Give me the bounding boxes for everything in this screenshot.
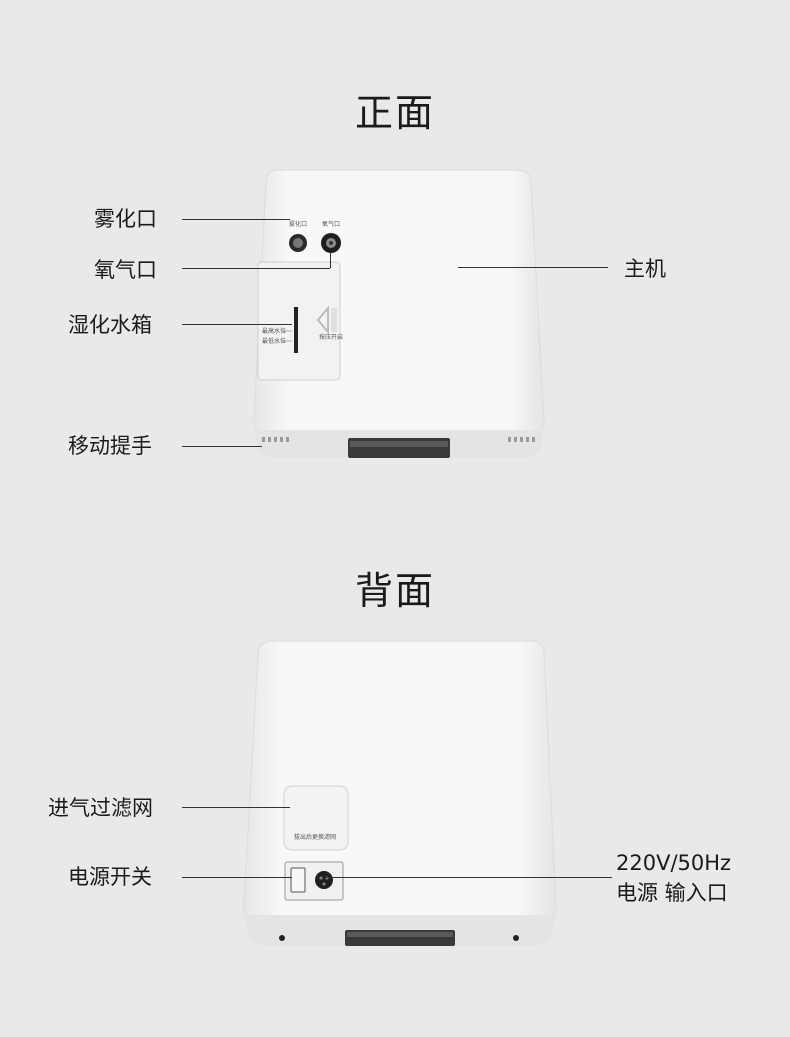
leader-intake-filter: [182, 807, 290, 808]
leader-oxygen-port-vertical: [330, 252, 331, 268]
label-mist-port: 雾化口: [94, 207, 157, 231]
label-humidifier-tank: 湿化水箱: [68, 313, 152, 337]
label-power-input: 电源 输入口: [616, 881, 728, 905]
intake-filter-cover: [283, 785, 349, 851]
front-view-title: 正面: [354, 91, 435, 135]
oxygen-port-small-label: 氧气口: [322, 221, 341, 228]
leader-humidifier-tank: [182, 324, 292, 325]
label-oxygen-port: 氧气口: [94, 258, 157, 282]
label-handle: 移动提手: [68, 434, 152, 458]
label-power-spec: 220V/50Hz: [616, 851, 732, 875]
label-main-unit: 主机: [624, 257, 666, 281]
leader-handle: [182, 446, 262, 447]
leader-mist-port: [182, 219, 290, 220]
mist-port-small-label: 雾化口: [289, 221, 308, 228]
filter-hint-label: 拔出后更换滤网: [294, 834, 337, 841]
back-view-title: 背面: [354, 569, 435, 613]
leader-oxygen-port: [182, 268, 330, 269]
leader-power-input: [324, 877, 612, 878]
label-power-switch: 电源开关: [68, 865, 152, 889]
leader-power-switch: [182, 877, 292, 878]
min-water-label: 最低水位: [262, 338, 287, 345]
power-socket: [315, 871, 333, 889]
press-open-label: 按压开启: [319, 334, 344, 341]
water-tank-panel: [257, 261, 341, 381]
power-switch-rocker: [290, 867, 306, 893]
label-intake-filter: 进气过滤网: [48, 796, 153, 820]
max-water-label: 最高水位: [262, 328, 287, 335]
leader-main-unit: [458, 267, 608, 268]
